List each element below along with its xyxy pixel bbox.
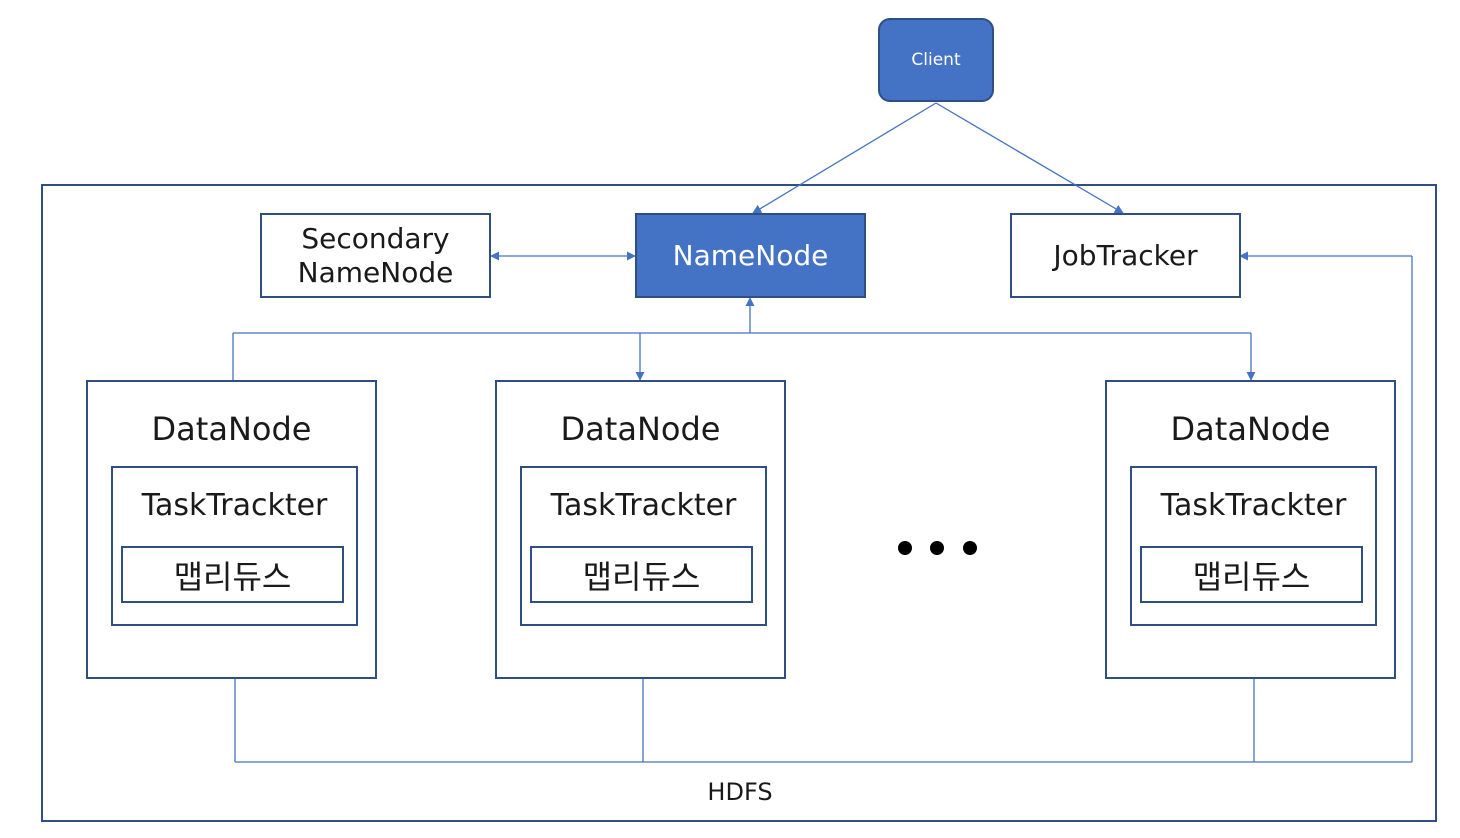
tasktracker-1: TaskTrackter 맵리듀스: [111, 466, 358, 626]
jobtracker-label: JobTracker: [1053, 238, 1198, 272]
datanode-2-title: DataNode: [560, 410, 721, 448]
secondary-namenode-node: Secondary NameNode: [260, 213, 491, 298]
datanode-3-title: DataNode: [1170, 410, 1331, 448]
datanode-1: DataNode TaskTrackter 맵리듀스: [86, 380, 377, 679]
secondary-namenode-label-line2: NameNode: [297, 255, 454, 289]
tasktracker-3: TaskTrackter 맵리듀스: [1130, 466, 1377, 626]
jobtracker-node: JobTracker: [1010, 213, 1241, 298]
namenode-label: NameNode: [672, 239, 829, 272]
datanode-2: DataNode TaskTrackter 맵리듀스: [495, 380, 786, 679]
tasktracker-2: TaskTrackter 맵리듀스: [520, 466, 767, 626]
mapreduce-2-label: 맵리듀스: [582, 557, 701, 596]
hdfs-label: HDFS: [707, 778, 773, 806]
client-label: Client: [911, 50, 961, 70]
mapreduce-3: 맵리듀스: [1140, 546, 1363, 603]
tasktracker-2-label: TaskTrackter: [550, 488, 737, 523]
tasktracker-3-label: TaskTrackter: [1160, 488, 1347, 523]
secondary-namenode-label-line1: Secondary: [301, 221, 450, 255]
mapreduce-2: 맵리듀스: [530, 546, 753, 603]
mapreduce-3-label: 맵리듀스: [1192, 557, 1311, 596]
mapreduce-1: 맵리듀스: [121, 546, 344, 603]
tasktracker-1-label: TaskTrackter: [141, 488, 328, 523]
datanode-3: DataNode TaskTrackter 맵리듀스: [1105, 380, 1396, 679]
datanode-1-title: DataNode: [151, 410, 312, 448]
namenode-node: NameNode: [635, 213, 866, 298]
mapreduce-1-label: 맵리듀스: [173, 557, 292, 596]
client-node: Client: [878, 18, 994, 102]
